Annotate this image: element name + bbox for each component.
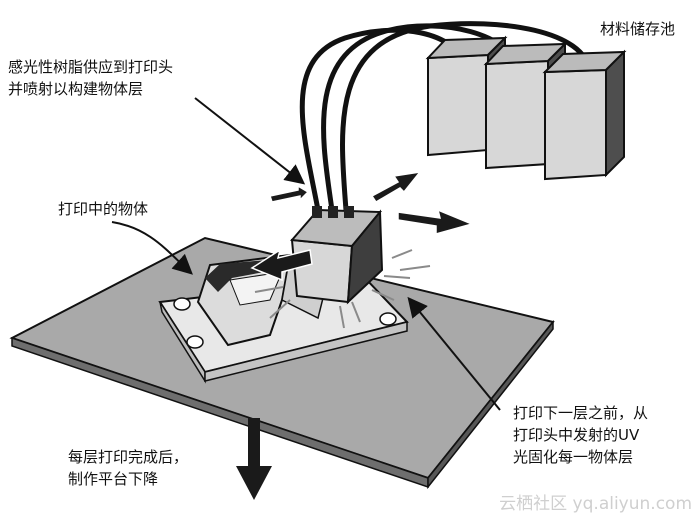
uv-cure-line-2: 打印头中发射的UV [513, 426, 640, 444]
watermark: 云栖社区 yq.aliyun.com [499, 494, 692, 514]
resin-supply-line-2: 并喷射以构建物体层 [8, 80, 144, 98]
reservoir-label-text: 材料储存池 [600, 20, 676, 38]
uv-cure-line-3: 光固化每一物体层 [513, 448, 634, 466]
motion-arrows [236, 170, 475, 500]
resin-supply-line-1: 感光性树脂供应到打印头 [8, 58, 174, 76]
platform-lower-label: 每层打印完成后， 制作平台下降 [68, 446, 188, 490]
print-head [289, 206, 384, 305]
uv-rays [254, 249, 431, 329]
uv-cure-line-1: 打印下一层之前，从 [513, 404, 649, 422]
resin-supply-label: 感光性树脂供应到打印头 并喷射以构建物体层 [8, 56, 173, 100]
object-label: 打印中的物体 [58, 198, 148, 220]
platform-lower-line-2: 制作平台下降 [68, 470, 159, 488]
callout-leaders [111, 97, 501, 411]
platform-lower-line-1: 每层打印完成后， [68, 448, 189, 466]
reservoir-label: 材料储存池 [600, 18, 675, 40]
object-label-text: 打印中的物体 [58, 200, 149, 218]
material-reservoirs [425, 35, 627, 181]
uv-cure-label: 打印下一层之前，从 打印头中发射的UV 光固化每一物体层 [513, 402, 648, 468]
